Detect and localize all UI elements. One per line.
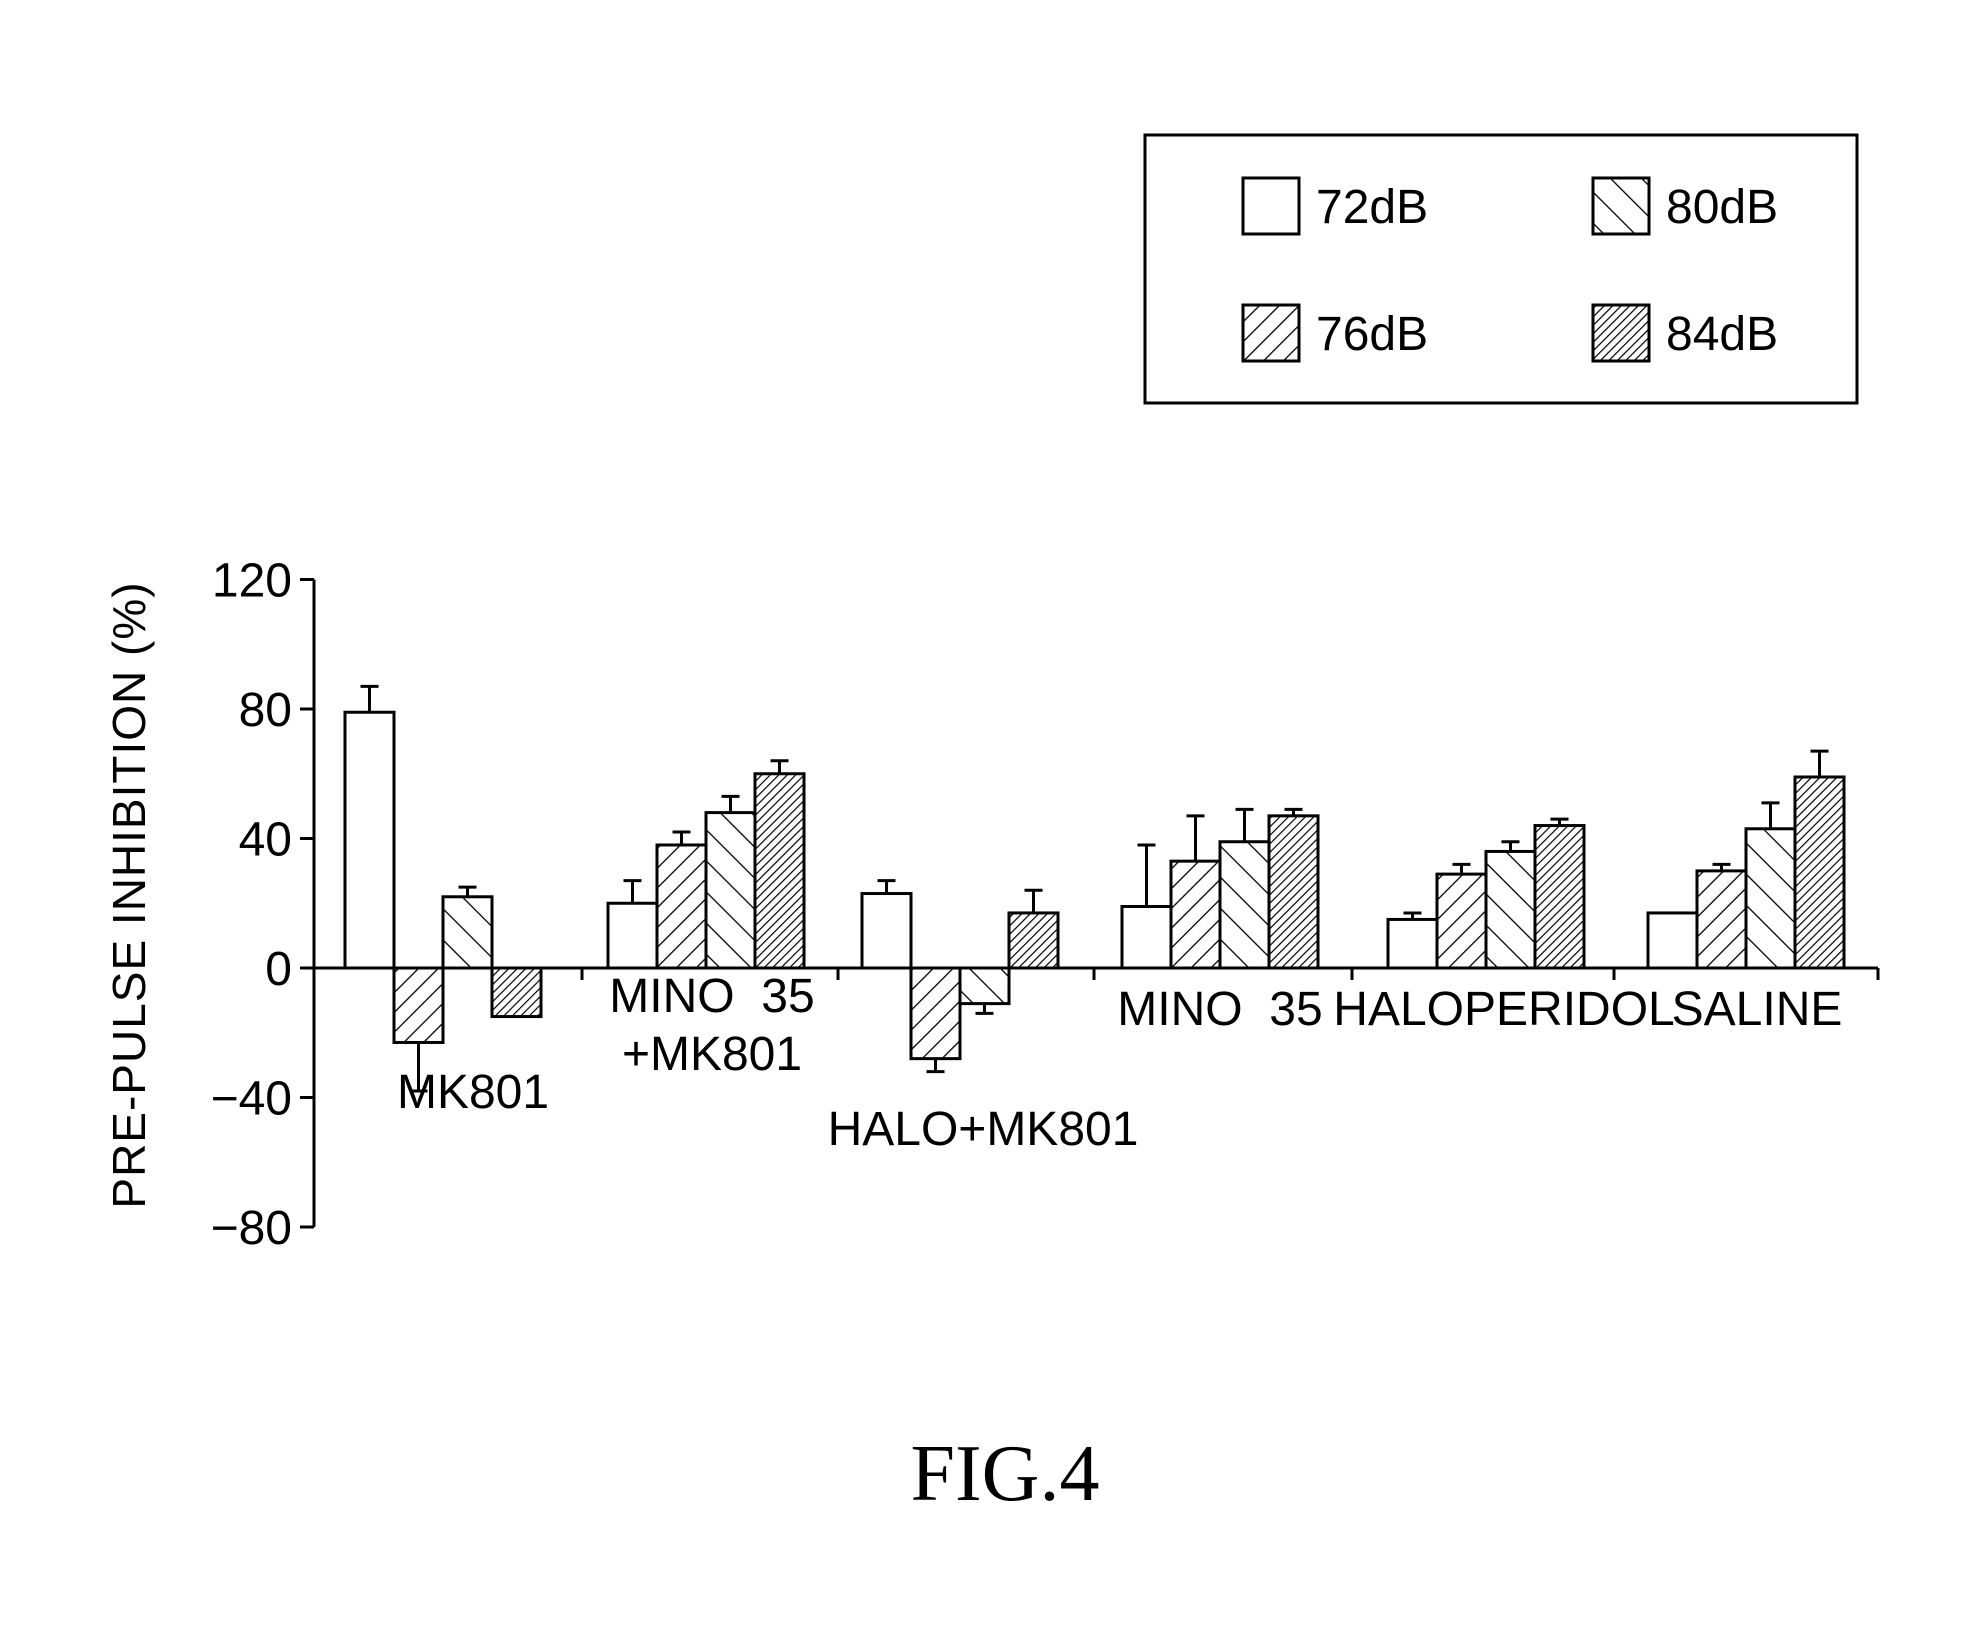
bar-72db xyxy=(1648,913,1697,968)
y-tick-label: −80 xyxy=(211,1202,292,1255)
category-label: MINO 35 xyxy=(1117,983,1322,1036)
bar-80db xyxy=(443,897,492,968)
legend-item-80db: 80dB xyxy=(1593,178,1778,234)
bar-80db xyxy=(1746,829,1795,968)
bar-84db xyxy=(1009,913,1058,968)
legend-label: 80dB xyxy=(1666,181,1778,234)
bar-76db xyxy=(911,968,960,1059)
bar-84db xyxy=(1269,816,1318,968)
bar-72db xyxy=(1388,919,1437,968)
y-tick-label: 40 xyxy=(239,814,292,867)
bar-80db xyxy=(1486,851,1535,968)
bar-84db xyxy=(492,968,541,1017)
legend-frame xyxy=(1145,135,1857,403)
bar-84db xyxy=(1795,777,1844,968)
legend-item-84db: 84dB xyxy=(1593,305,1778,361)
legend-item-72db: 72dB xyxy=(1243,178,1428,234)
bar-80db xyxy=(706,813,755,968)
category-label: HALO+MK801 xyxy=(828,1103,1139,1156)
bar-76db xyxy=(1437,874,1486,968)
bar-80db xyxy=(960,968,1009,1004)
bar-72db xyxy=(1122,906,1171,968)
legend-label: 72dB xyxy=(1316,181,1428,234)
y-tick-label: 80 xyxy=(239,684,292,737)
legend-swatch-hatch-dense xyxy=(1593,305,1649,361)
legend: 72dB 80dB 76dB 84dB xyxy=(1145,135,1857,403)
bar-76db xyxy=(657,845,706,968)
legend-swatch-hatch-forward xyxy=(1243,305,1299,361)
category-label: MK801 xyxy=(397,1066,549,1119)
bar-72db xyxy=(862,894,911,968)
bar-72db xyxy=(345,712,394,968)
bar-80db xyxy=(1220,842,1269,968)
bar-84db xyxy=(755,774,804,968)
legend-label: 76dB xyxy=(1316,308,1428,361)
category-label: +MK801 xyxy=(622,1028,802,1081)
category-label: SALINE xyxy=(1672,983,1843,1036)
bar-84db xyxy=(1535,826,1584,968)
bar-72db xyxy=(608,903,657,968)
bar-76db xyxy=(1697,871,1746,968)
legend-swatch-open xyxy=(1243,178,1299,234)
legend-label: 84dB xyxy=(1666,308,1778,361)
figure-label: FIG.4 xyxy=(911,1430,1100,1518)
y-tick-label: 0 xyxy=(265,943,292,996)
bar-76db xyxy=(1171,861,1220,968)
y-tick-label: −40 xyxy=(211,1073,292,1126)
bar-76db xyxy=(394,968,443,1042)
legend-item-76db: 76dB xyxy=(1243,305,1428,361)
y-axis-title: PRE-PULSE INHIBITION (%) xyxy=(103,581,155,1208)
category-label: HALOPERIDOL xyxy=(1333,983,1674,1036)
category-label: MINO 35 xyxy=(609,970,814,1023)
plot-area: −80−4004080120MK801MINO 35+MK801HALO+MK8… xyxy=(211,555,1878,1256)
y-tick-label: 120 xyxy=(212,555,292,608)
legend-swatch-hatch-backward xyxy=(1593,178,1649,234)
